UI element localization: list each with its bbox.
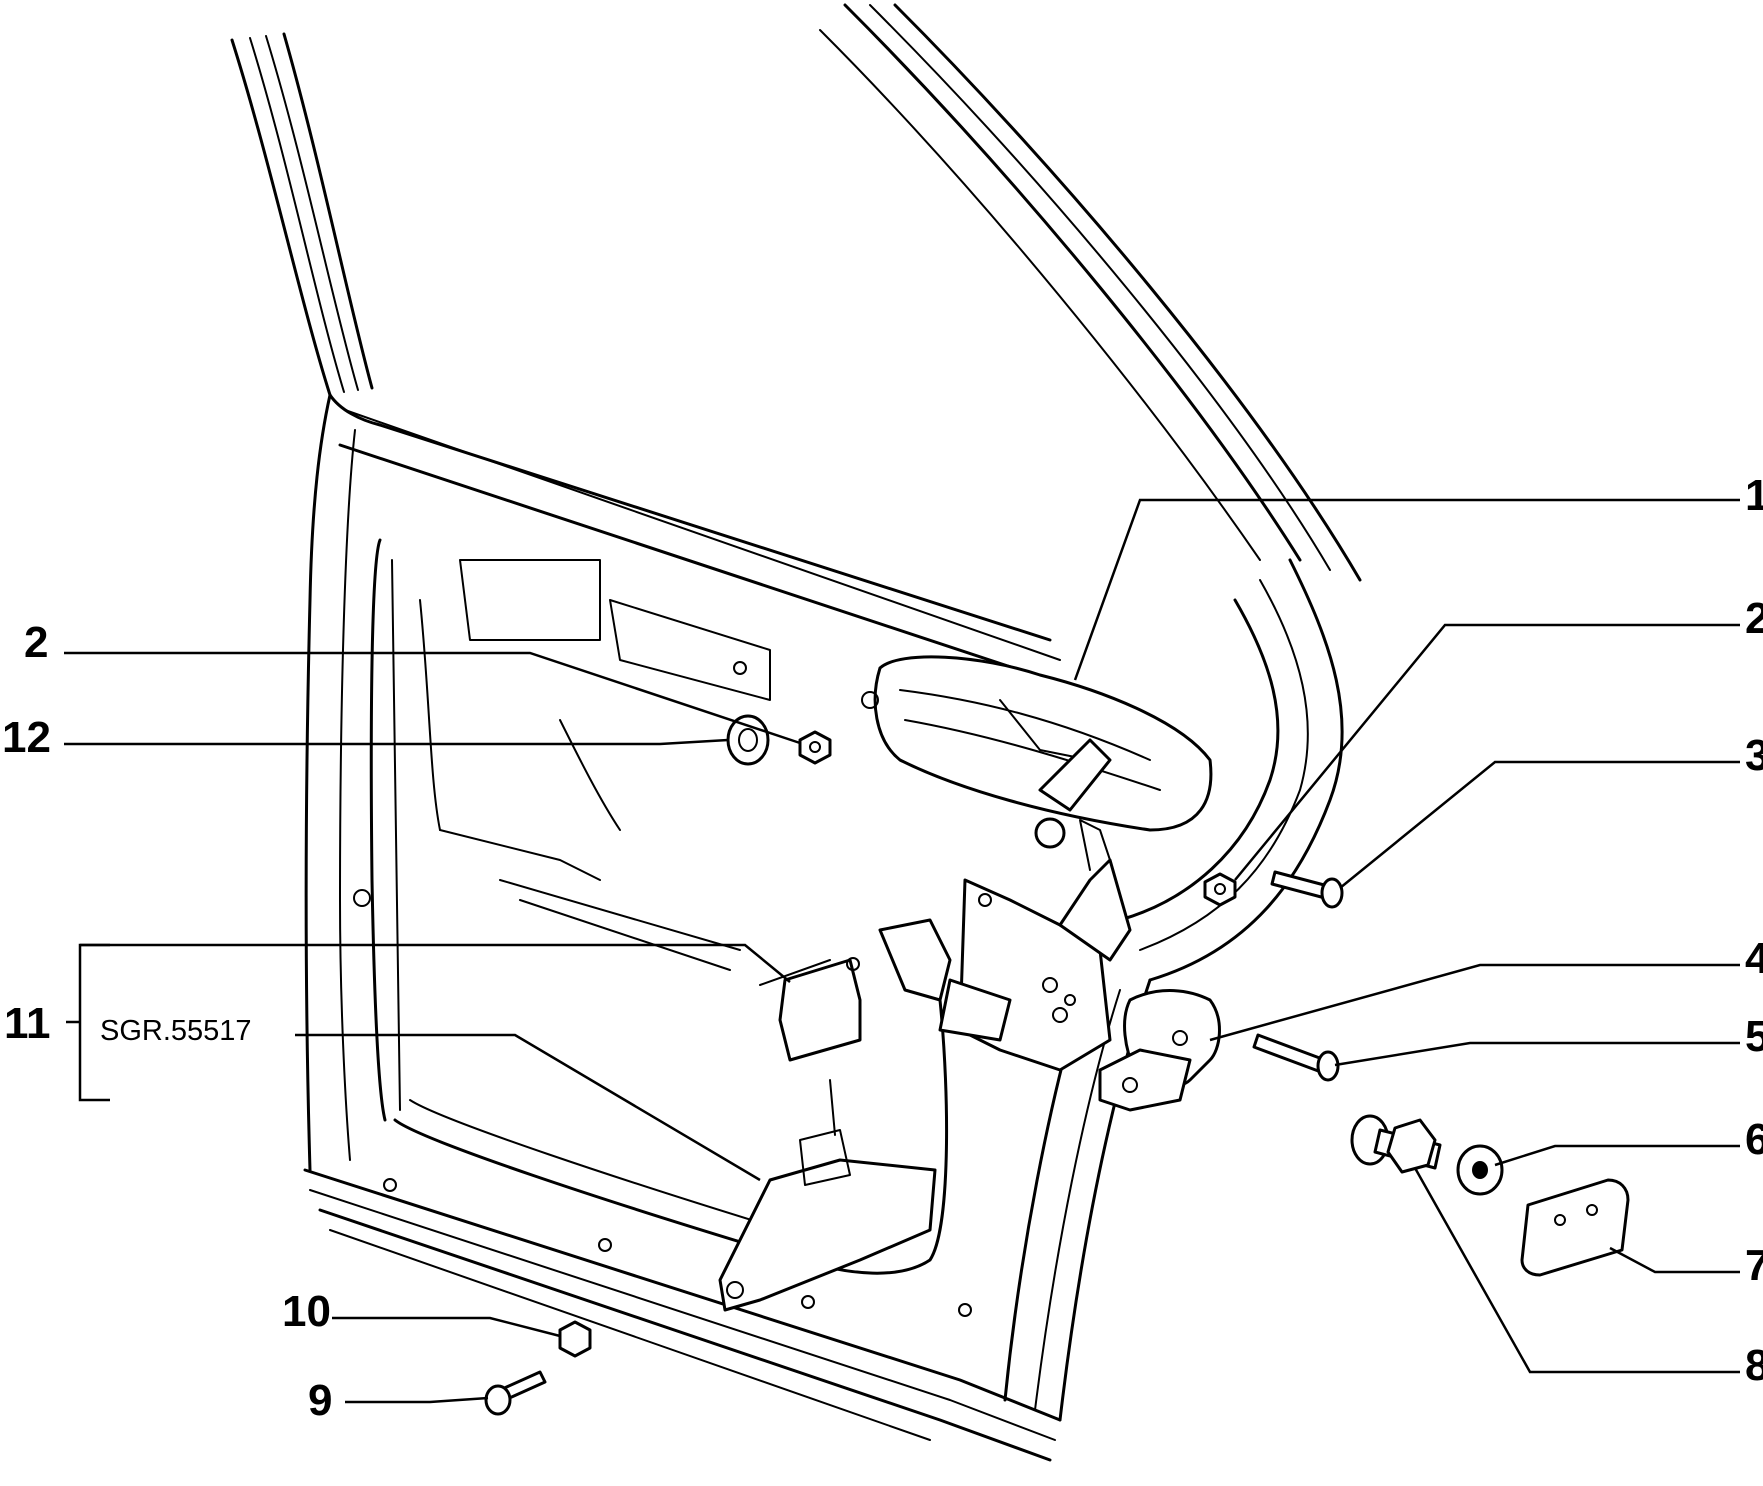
striker-plate-part-4 [1098, 989, 1221, 1112]
callout-4: 4 [1745, 934, 1763, 983]
screw-part-9 [484, 1370, 547, 1416]
nut-part-2-right [1203, 872, 1237, 907]
lock-actuator-motor [718, 1079, 937, 1312]
screw-part-3 [1270, 870, 1344, 909]
callout-2-left: 2 [24, 618, 48, 667]
callout-12: 12 [2, 713, 51, 762]
nut-part-2-left [798, 730, 832, 765]
nut-part-10 [558, 1320, 592, 1358]
leader-lines [64, 498, 1740, 1404]
callout-1: 1 [1745, 471, 1763, 520]
callout-2-right: 2 [1745, 594, 1763, 643]
door-lock-mechanism [878, 819, 1132, 1072]
callout-3: 3 [1745, 731, 1763, 780]
callout-6: 6 [1745, 1115, 1763, 1164]
door-frame [230, 3, 1362, 1462]
callout-8: 8 [1745, 1341, 1763, 1390]
washer-part-6 [1456, 1144, 1504, 1196]
outer-door-handle [861, 655, 1213, 849]
callout-10: 10 [282, 1287, 331, 1336]
counter-plate-part-7 [1520, 1178, 1630, 1277]
callout-9: 9 [308, 1376, 332, 1425]
grommet-part-12 [726, 714, 770, 766]
drawing-code: SGR.55517 [100, 1015, 252, 1047]
screw-part-5 [1252, 1033, 1340, 1082]
callout-labels: 1 2 3 4 5 6 7 8 2 12 11 10 9 SGR.55517 [2, 471, 1763, 1425]
callout-5: 5 [1745, 1012, 1763, 1061]
callout-7: 7 [1745, 1241, 1763, 1290]
micro-switch-part-11 [759, 957, 862, 1062]
callout-11: 11 [4, 999, 51, 1048]
bolt-part-8 [1350, 1114, 1442, 1174]
